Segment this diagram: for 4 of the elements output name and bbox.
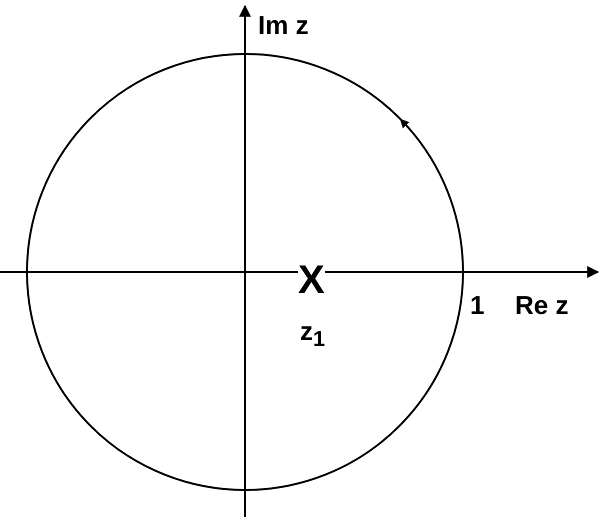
point-label: z$_{1}$	[300, 318, 326, 350]
tick-label: 1	[470, 292, 484, 318]
axis-label: Re z	[515, 292, 568, 318]
axis-label: Im z	[258, 12, 309, 38]
